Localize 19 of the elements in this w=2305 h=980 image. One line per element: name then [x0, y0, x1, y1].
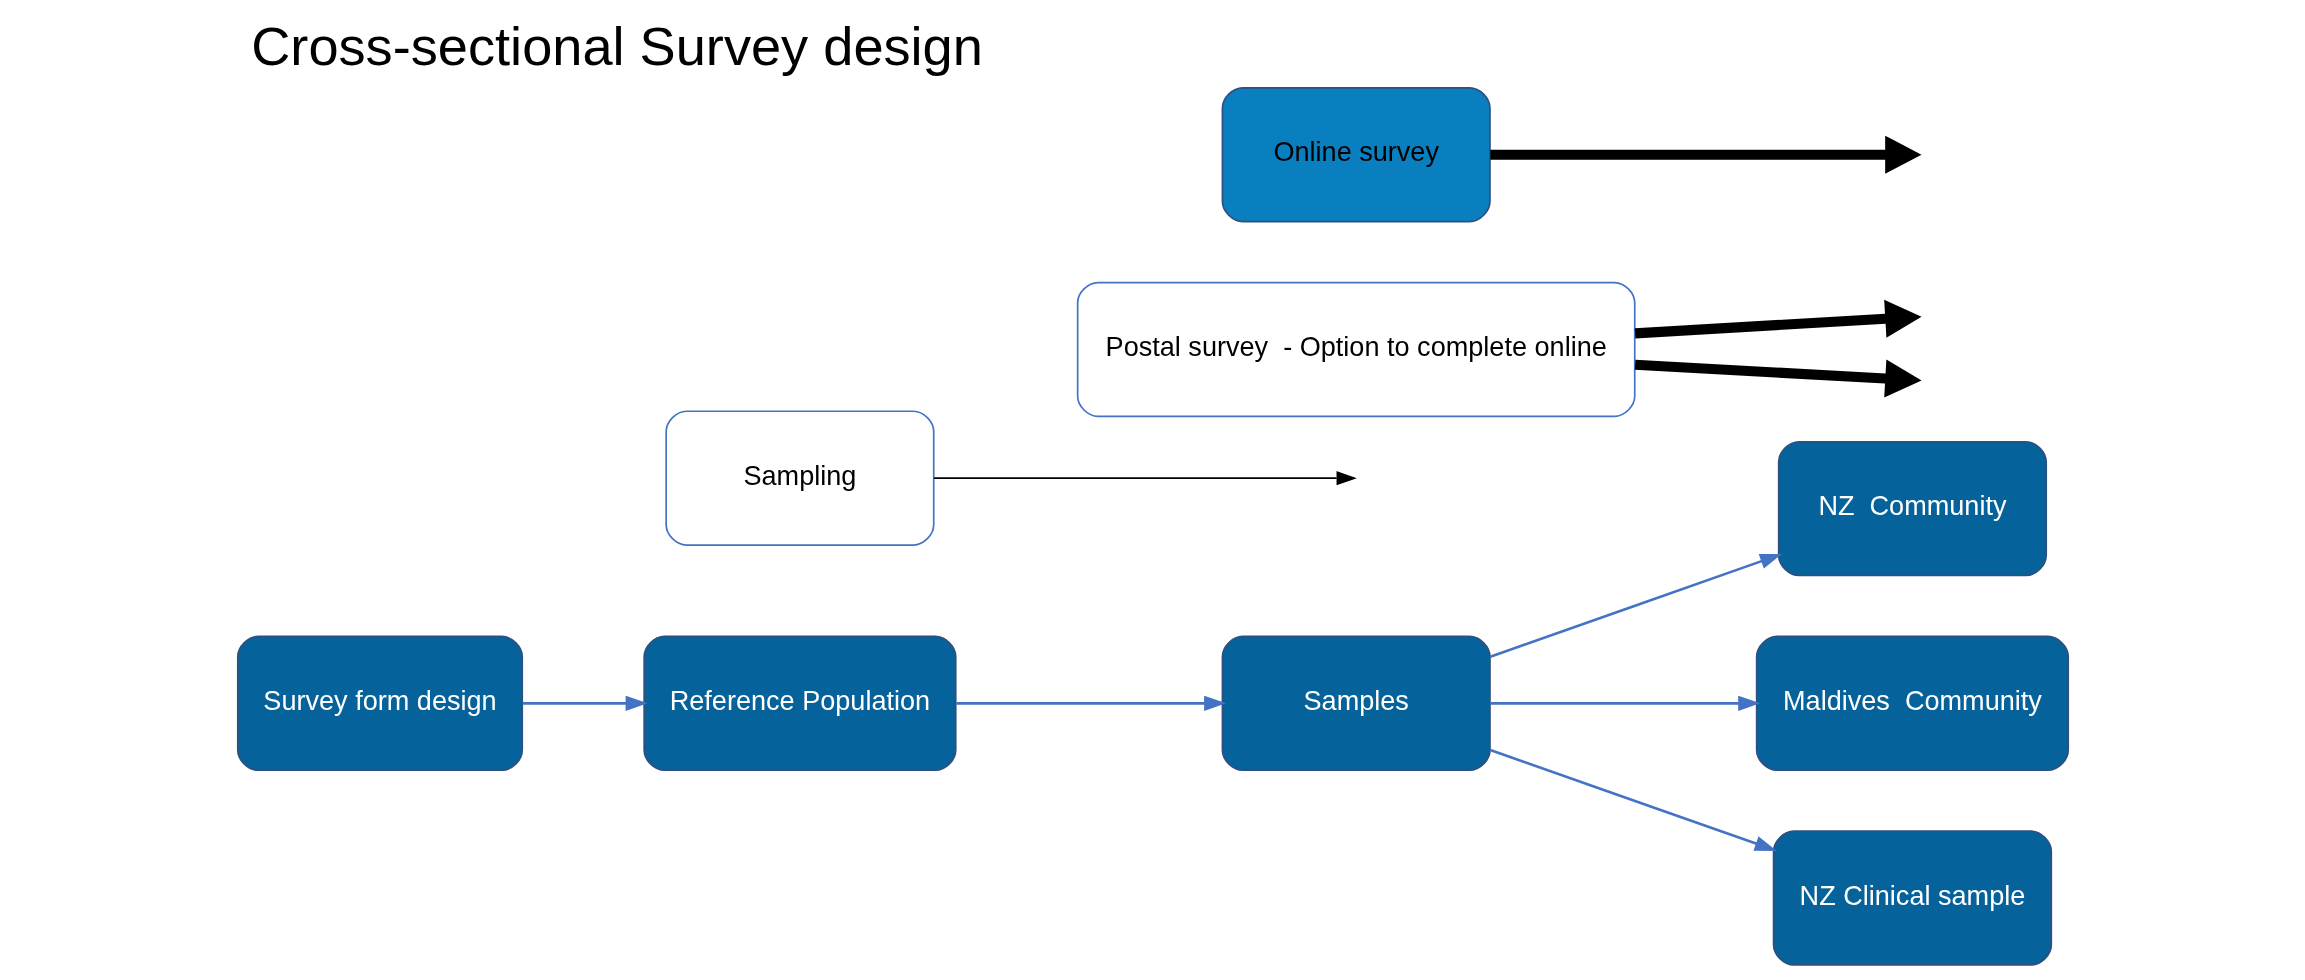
node-box: Maldives Community: [1755, 635, 2069, 772]
arrow: [522, 695, 648, 712]
diagram-title: Cross-sectional Survey design: [250, 16, 983, 77]
node-box: Samples: [1221, 635, 1491, 772]
arrow: [955, 695, 1226, 712]
arrow: [1489, 135, 1921, 174]
node-box: Online survey: [1221, 87, 1491, 223]
arrow: [1489, 695, 1760, 712]
arrow: [932, 471, 1357, 486]
node-box: Sampling: [664, 410, 935, 546]
arrow: [1489, 553, 1782, 658]
arrow: [1489, 748, 1777, 851]
node-box: Reference Population: [642, 635, 957, 772]
node-box: Survey form design: [236, 635, 523, 772]
node-box: NZ Community: [1777, 440, 2047, 577]
arrow: [1634, 359, 1922, 398]
arrow: [1634, 299, 1922, 339]
node-box: NZ Clinical sample: [1772, 830, 2052, 966]
node-box: Postal survey - Option to complete online: [1076, 281, 1636, 418]
